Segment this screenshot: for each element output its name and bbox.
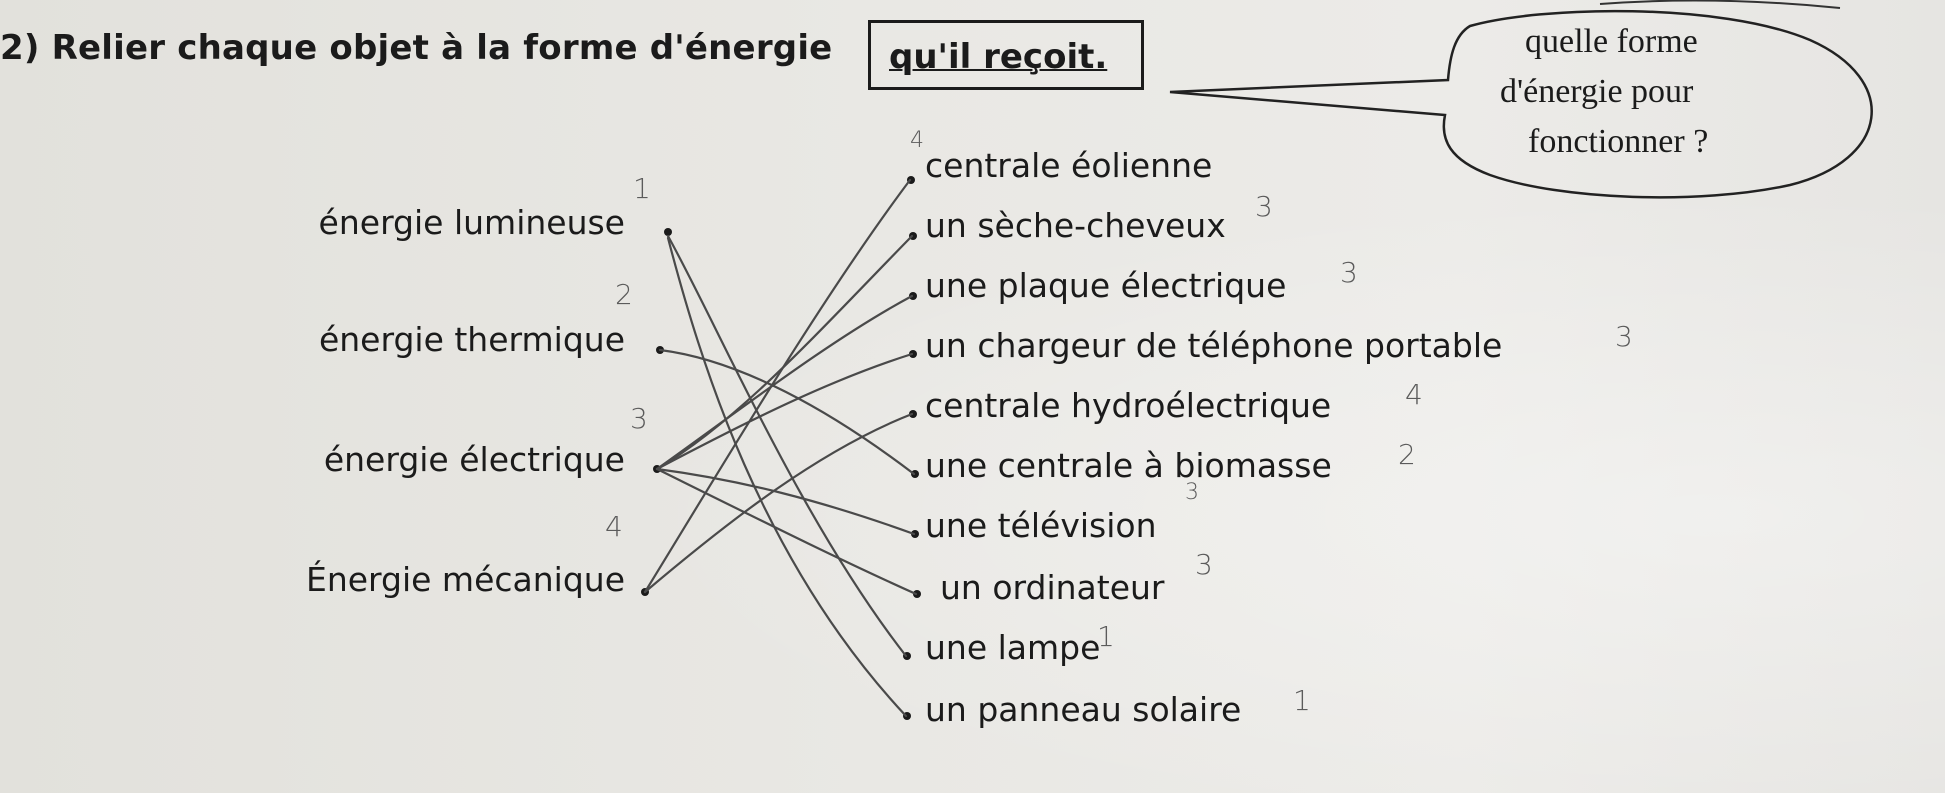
right-mark-3: 3 xyxy=(1340,256,1358,289)
right-mark-10: 1 xyxy=(1293,684,1311,717)
right-mark-6: 2 xyxy=(1398,438,1416,471)
line-mecanique-eolienne xyxy=(643,178,912,594)
boxed-instruction: qu'il reçoit. xyxy=(868,20,1144,90)
right-mark-7: 3 xyxy=(1185,480,1199,505)
line-electrique-chargeur xyxy=(655,352,914,471)
line-electrique-television xyxy=(655,467,916,536)
right-item-chargeur: un chargeur de téléphone portable xyxy=(925,326,1503,365)
left-item-lumineuse: énergie lumineuse xyxy=(318,203,625,242)
left-mark-4: 4 xyxy=(605,510,623,543)
line-lumineuse-panneau xyxy=(666,236,908,718)
right-mark-1: 4 xyxy=(910,128,924,153)
line-lumineuse-lampe xyxy=(666,234,908,658)
right-item-plaque: une plaque électrique xyxy=(925,266,1287,305)
left-item-thermique: énergie thermique xyxy=(318,320,625,359)
right-mark-8: 3 xyxy=(1195,548,1213,581)
right-mark-4: 3 xyxy=(1615,320,1633,353)
boxed-instruction-text: qu'il reçoit. xyxy=(889,37,1108,77)
right-mark-9: 1 xyxy=(1097,620,1115,653)
bubble-line-3: fonctionner ? xyxy=(1528,123,1709,160)
exercise-title: 2) Relier chaque objet à la forme d'éner… xyxy=(0,28,833,68)
right-item-biomasse: une centrale à biomasse xyxy=(925,446,1332,485)
right-item-hydro: centrale hydroélectrique xyxy=(925,386,1332,425)
right-mark-2: 3 xyxy=(1255,190,1273,223)
right-mark-5: 4 xyxy=(1405,378,1423,411)
left-item-mecanique: Énergie mécanique xyxy=(305,560,625,599)
bubble-line-1: quelle forme xyxy=(1525,23,1698,60)
left-item-electrique: énergie électrique xyxy=(323,440,625,479)
line-thermique-biomasse xyxy=(658,348,916,476)
left-mark-3: 3 xyxy=(630,402,648,435)
right-item-eolienne: centrale éolienne xyxy=(925,146,1213,185)
left-mark-2: 2 xyxy=(615,278,633,311)
bubble-line-2: d'énergie pour xyxy=(1500,73,1694,110)
left-mark-1: 1 xyxy=(633,172,651,205)
line-mecanique-hydro xyxy=(643,412,914,594)
right-item-panneau: un panneau solaire xyxy=(925,690,1242,729)
right-item-television: une télévision xyxy=(925,506,1157,545)
right-item-ordinateur: un ordinateur xyxy=(940,568,1165,607)
right-item-lampe: une lampe xyxy=(925,628,1101,667)
right-item-seche-cheveux: un sèche-cheveux xyxy=(925,206,1226,245)
line-electrique-seche xyxy=(655,234,914,471)
line-electrique-ordinateur xyxy=(655,467,918,596)
left-dot-1 xyxy=(664,228,672,236)
line-electrique-plaque xyxy=(655,294,914,471)
